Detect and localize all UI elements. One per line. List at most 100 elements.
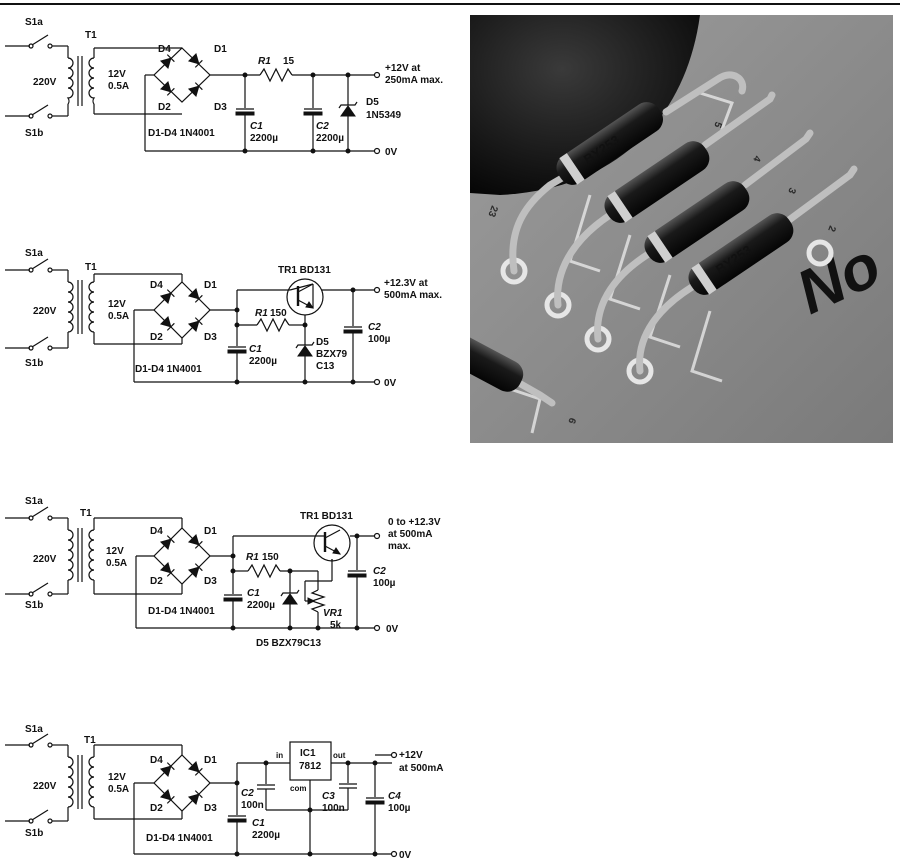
- pin-in: in: [276, 751, 283, 760]
- switch-s1b-label: S1b: [25, 358, 43, 369]
- output-line1: 0 to +12.3V: [388, 517, 441, 528]
- diode-d1-label: D1: [204, 755, 217, 766]
- bridge-type-label: D1-D4 1N4001: [148, 128, 215, 139]
- r1-value: 15: [283, 56, 295, 67]
- c2-value: 100µ: [373, 578, 396, 589]
- switch-s1a-label: S1a: [25, 248, 43, 259]
- capacitor-c2: [303, 75, 323, 151]
- pcb-number-6: 6: [565, 416, 577, 425]
- secondary-current: 0.5A: [108, 81, 129, 92]
- capacitor-c1: [227, 815, 247, 854]
- ground-label: 0V: [385, 147, 398, 158]
- resistor-r1: [259, 67, 293, 83]
- diode-d4-label: D4: [158, 44, 171, 55]
- capacitor-c1: [227, 342, 247, 382]
- capacitor-c1: [235, 75, 255, 151]
- zener-d5: [280, 571, 300, 628]
- transistor-tr1: [300, 524, 351, 562]
- transistor-tr1: [286, 278, 324, 325]
- transformer-label: T1: [85, 262, 97, 273]
- pin-out: out: [333, 751, 346, 760]
- ground-terminal: [390, 850, 398, 858]
- capacitor-c2: [257, 763, 275, 810]
- transformer-t1: [66, 56, 96, 106]
- potentiometer-vr1: [304, 559, 333, 628]
- switch-s1a: [5, 506, 69, 530]
- output-line1: +12V at: [385, 63, 421, 74]
- c2-name: C2: [241, 788, 254, 799]
- bridge-rectifier: [153, 47, 211, 103]
- vr1-name: VR1: [323, 608, 343, 619]
- c1-name: C1: [247, 588, 260, 599]
- switch-s1a: [5, 258, 69, 282]
- pin-com: com: [290, 784, 306, 793]
- diode-body-partial: [470, 335, 524, 392]
- output-terminal: [390, 751, 398, 759]
- diode-d3-label: D3: [204, 332, 217, 343]
- output-line2: at 500mA: [388, 529, 432, 540]
- switch-s1b: [5, 807, 69, 824]
- diode-d4-label: D4: [150, 280, 163, 291]
- mains-voltage: 220V: [33, 306, 57, 317]
- secondary-current: 0.5A: [108, 311, 129, 322]
- resistor-r1: [256, 317, 290, 333]
- diode-body-2: [604, 141, 710, 223]
- ground-terminal: [373, 378, 381, 386]
- output-line1: +12.3V at: [384, 278, 428, 289]
- c1-name: C1: [252, 818, 265, 829]
- pcb-number-5: 5: [711, 120, 723, 129]
- tr1-label: TR1 BD131: [300, 511, 353, 522]
- c1-value: 2200µ: [247, 600, 275, 611]
- schematic-transistor-12v3: S1a S1b T1 220V 12V 0.5A D4 D1 D2 D3 D1-…: [5, 248, 442, 389]
- switch-s1b: [5, 580, 69, 597]
- d5-value2: C13: [316, 361, 335, 372]
- transformer-label: T1: [80, 508, 92, 519]
- d5-label: D5 BZX79C13: [256, 638, 321, 648]
- c1-value: 2200µ: [252, 830, 280, 841]
- tr1-label: TR1 BD131: [278, 265, 331, 276]
- c1-name: C1: [249, 344, 262, 355]
- capacitor-c4: [365, 763, 385, 854]
- secondary-voltage: 12V: [108, 772, 126, 783]
- r1-name: R1: [246, 552, 259, 563]
- c2-name: C2: [316, 121, 329, 132]
- r1-value: 150: [270, 308, 287, 319]
- c2-value: 2200µ: [316, 133, 344, 144]
- switch-s1a: [5, 733, 69, 757]
- secondary-voltage: 12V: [108, 69, 126, 80]
- capacitor-c3: [339, 763, 357, 810]
- ground-label: 0V: [386, 624, 399, 635]
- bridge-type-label: D1-D4 1N4001: [135, 364, 202, 375]
- secondary-current: 0.5A: [108, 784, 129, 795]
- diode-d2-label: D2: [158, 102, 171, 113]
- c1-name: C1: [250, 121, 263, 132]
- switch-s1a: [5, 34, 69, 58]
- diode-d2-label: D2: [150, 332, 163, 343]
- ic-name: IC1: [300, 748, 316, 759]
- diode-d1-label: D1: [204, 280, 217, 291]
- d5-name: D5: [366, 97, 379, 108]
- diode-d4-label: D4: [150, 755, 163, 766]
- bridge-type-label: D1-D4 1N4001: [146, 833, 213, 844]
- switch-s1a-label: S1a: [25, 724, 43, 735]
- switch-s1a-label: S1a: [25, 496, 43, 507]
- output-terminal: [373, 532, 381, 540]
- bridge-type-label: D1-D4 1N4001: [148, 606, 215, 617]
- output-line2: 500mA max.: [384, 290, 442, 301]
- bridge-rectifier: [153, 745, 211, 819]
- ground-terminal: [373, 147, 381, 155]
- output-line3: max.: [388, 541, 411, 552]
- pcb-number-3: 3: [785, 186, 797, 195]
- capacitor-c2: [343, 290, 363, 382]
- c2-name: C2: [373, 566, 386, 577]
- secondary-voltage: 12V: [106, 546, 124, 557]
- mains-voltage: 220V: [33, 554, 57, 565]
- diode-d3-label: D3: [204, 576, 217, 587]
- secondary-current: 0.5A: [106, 558, 127, 569]
- switch-s1a-label: S1a: [25, 17, 43, 28]
- pcb-number-2: 2: [825, 224, 837, 233]
- output-line1: +12V: [399, 750, 423, 761]
- schematic-adjustable: S1a S1b T1 220V 12V 0.5A D4 D1 D2 D3 D1-…: [5, 496, 441, 648]
- c1-value: 2200µ: [250, 133, 278, 144]
- d5-value: 1N5349: [366, 110, 401, 121]
